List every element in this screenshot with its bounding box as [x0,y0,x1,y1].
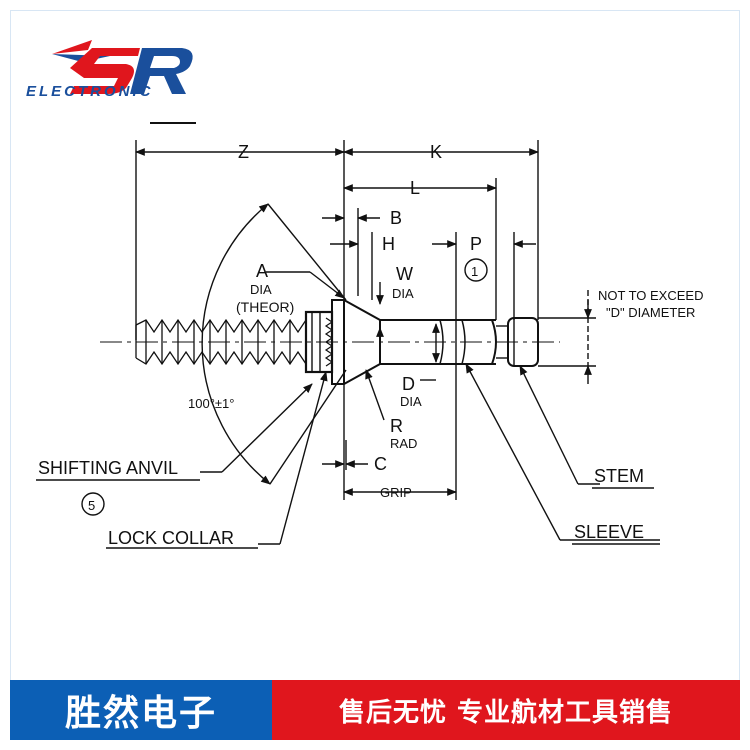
brand-name: ELECTRONIC [26,83,154,100]
label-a-theor: (THEOR) [236,299,294,315]
label-stem: STEM [594,466,644,486]
label-k: K [430,142,442,162]
label-h: H [382,234,395,254]
label-b: B [390,208,402,228]
footer-banner: 胜然电子 售后无忧 专业航材工具销售 [10,680,740,740]
note-1-label: 1 [471,264,478,279]
label-not-to-exceed: NOT TO EXCEED [598,288,703,303]
label-d: D [402,374,415,394]
company-name: 胜然电子 [10,680,272,740]
label-w: W [396,264,413,284]
company-slogan: 售后无忧 专业航材工具销售 [272,680,740,740]
label-l: L [410,178,420,198]
label-p: P [470,234,482,254]
label-r-rad: RAD [390,436,417,451]
label-angle: 100°±1° [188,396,234,411]
label-lock-collar: LOCK COLLAR [108,528,234,548]
label-r: R [390,416,403,436]
label-w-dia: DIA [392,286,414,301]
rivet-diagram: Z K L B H P 1 A DIA (THEOR) W DIA NOT TO… [36,122,703,549]
label-sleeve: SLEEVE [574,522,644,542]
brand-logo [52,40,193,94]
label-a: A [256,261,268,281]
label-c: C [374,454,387,474]
label-z: Z [238,142,249,162]
label-d-diameter: "D" DIAMETER [606,305,695,320]
label-grip: GRIP [380,485,412,500]
note-5-label: 5 [88,498,95,513]
label-shifting-anvil: SHIFTING ANVIL [38,458,178,478]
label-d-dia: DIA [400,394,422,409]
label-a-dia: DIA [250,282,272,297]
